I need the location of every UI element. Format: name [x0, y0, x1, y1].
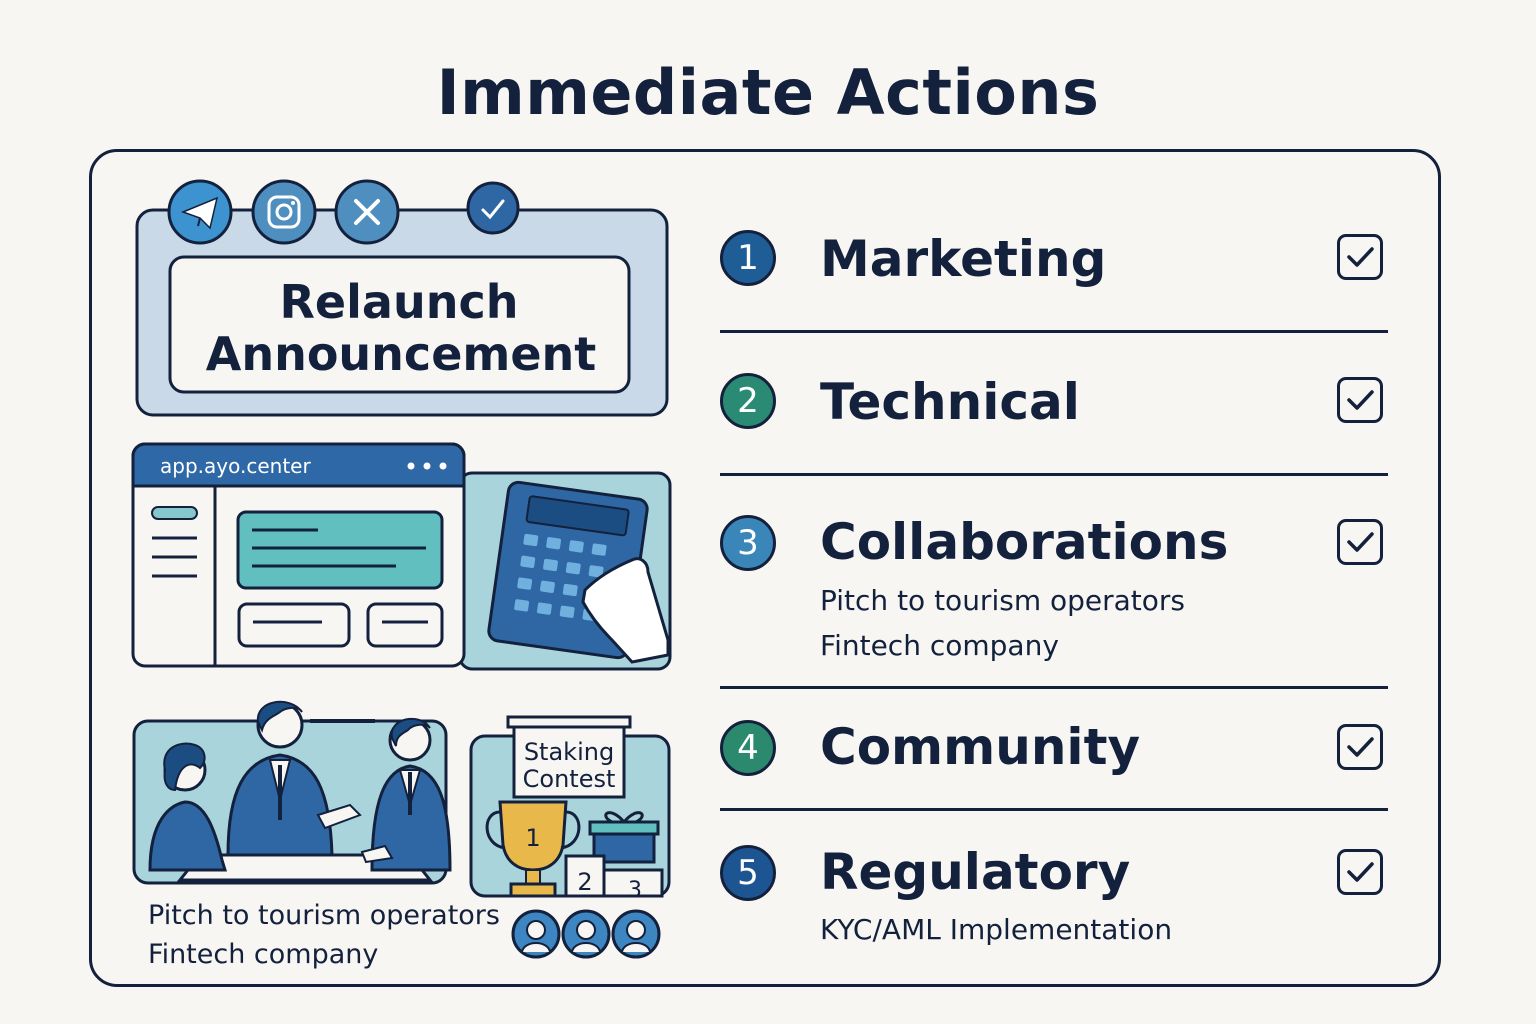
sub-item: KYC/AML Implementation: [820, 913, 1173, 946]
instagram-icon[interactable]: [251, 179, 317, 245]
announcement-card: Relaunch Announcement: [135, 179, 669, 417]
staking-sign-line2: Contest: [523, 765, 616, 793]
number-badge: 4: [720, 720, 776, 776]
participant-avatars: [511, 909, 661, 959]
action-label: Community: [820, 718, 1141, 776]
checkbox-checked-icon[interactable]: [1337, 234, 1383, 280]
action-sub-items: KYC/AML Implementation: [820, 907, 1172, 952]
number-badge: 3: [720, 515, 776, 571]
more-dots-icon[interactable]: [407, 462, 447, 470]
action-label: Technical: [820, 373, 1080, 431]
staking-contest-illustration: Staking Contest 1 2 3: [469, 715, 671, 959]
gift-icon: [588, 811, 660, 864]
checkbox-checked-icon[interactable]: [1337, 849, 1383, 895]
number-badge: 1: [720, 230, 776, 286]
meeting-caption: Pitch to tourism operators Fintech compa…: [148, 896, 500, 974]
rank-2-label: 2: [577, 868, 592, 896]
caption-line1: Pitch to tourism operators: [148, 900, 500, 931]
page-title: Immediate Actions: [436, 56, 1100, 129]
rank-3-label: 3: [628, 878, 642, 903]
sub-item: Fintech company: [820, 629, 1059, 662]
divider: [720, 473, 1388, 476]
calculator-icon: [487, 480, 670, 664]
telegram-icon[interactable]: [167, 179, 233, 245]
divider: [720, 330, 1388, 333]
action-label: Collaborations: [820, 513, 1229, 571]
rank-1-label: 1: [525, 824, 540, 852]
verified-check-icon: [466, 181, 520, 235]
action-label: Marketing: [820, 230, 1107, 288]
caption-line2: Fintech company: [148, 939, 379, 970]
divider: [720, 686, 1388, 689]
divider: [720, 808, 1388, 811]
sub-item: Pitch to tourism operators: [820, 584, 1185, 617]
announcement-line1: Relaunch: [280, 275, 519, 329]
action-sub-items: Pitch to tourism operators Fintech compa…: [820, 578, 1185, 668]
x-icon[interactable]: [334, 179, 400, 245]
announcement-line2: Announcement: [206, 327, 597, 381]
app-url: app.ayo.center: [160, 454, 311, 478]
checkbox-checked-icon[interactable]: [1337, 519, 1383, 565]
staking-sign-line1: Staking: [524, 738, 614, 766]
action-label: Regulatory: [820, 843, 1131, 901]
number-badge: 2: [720, 373, 776, 429]
trophy-icon: 1: [485, 800, 581, 898]
meeting-illustration: [132, 700, 452, 885]
number-badge: 5: [720, 845, 776, 901]
checkbox-checked-icon[interactable]: [1337, 724, 1383, 770]
checkbox-checked-icon[interactable]: [1337, 377, 1383, 423]
